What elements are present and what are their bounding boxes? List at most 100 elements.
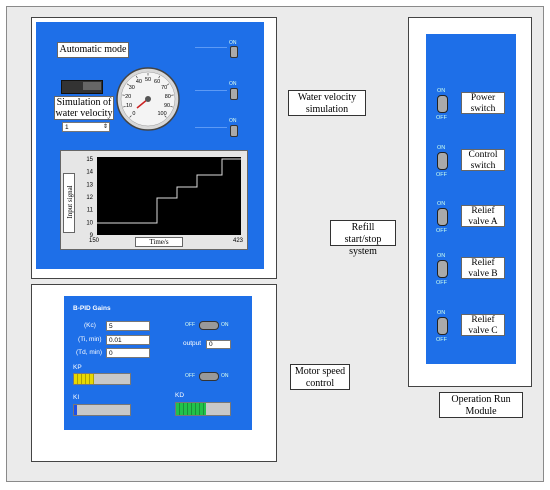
kp-label: KP — [73, 364, 82, 371]
gauge-tick-mark — [126, 83, 130, 86]
ki-label: KI — [73, 394, 80, 401]
gauge-tick-label: 30 — [129, 85, 135, 91]
switch-1-on-label: ON — [229, 40, 237, 46]
gauge-tick-label: 0 — [132, 111, 135, 117]
gauge-tick-label: 100 — [158, 111, 167, 117]
graph-plot: 9 10 11 12 13 14 15 — [86, 157, 241, 239]
gauge-tick-mark — [129, 115, 132, 118]
pid-gains-title: B-PID Gains — [73, 305, 111, 312]
graph-ytick-label: 13 — [86, 182, 93, 188]
gauge-tick-label: 70 — [161, 85, 167, 91]
gauge-tick-label: 40 — [136, 79, 142, 85]
velocity-numeric-input[interactable]: 1 ⇕ — [62, 122, 110, 132]
gauge-tick-mark — [166, 83, 170, 86]
gauge-tick-label: 60 — [154, 79, 160, 85]
sim-switch-3[interactable]: ON — [195, 118, 245, 140]
refill-callout: Refill start/stop system — [330, 220, 396, 257]
ti-label: (Ti, min) — [78, 336, 102, 343]
gauge-tick-label: 10 — [126, 103, 132, 109]
operation-switch-on-label: ON — [437, 88, 446, 94]
operation-run-callout: Operation Run Module — [439, 392, 523, 418]
ki-fill — [74, 405, 77, 415]
operation-switch-off-label: OFF — [436, 280, 447, 286]
kd-bar — [175, 402, 231, 416]
spinner-icon[interactable]: ⇕ — [102, 124, 108, 130]
operation-switch-4[interactable]: ON OFF Relief valve B — [433, 253, 511, 295]
operation-switch-off-label: OFF — [436, 228, 447, 234]
graph-xlabel: Time/s — [135, 237, 183, 247]
motor-speed-callout: Motor speed control — [290, 364, 350, 390]
td-label: (Td, min) — [76, 349, 102, 356]
graph-ytick-label: 9 — [90, 233, 94, 239]
gauge-tick-mark — [164, 115, 167, 118]
operation-switch-off-label: OFF — [436, 337, 447, 343]
operation-switch-on-label: ON — [437, 201, 446, 207]
kp-bar — [73, 373, 131, 385]
operation-switch-5[interactable]: ON OFF Relief valve C — [433, 310, 511, 352]
motor-switch-2-off: OFF — [185, 373, 195, 379]
gauge-tick-label: 90 — [164, 103, 170, 109]
ti-input[interactable]: 0.01 — [106, 335, 150, 345]
motor-switch-1[interactable]: OFF ON — [185, 319, 235, 331]
sim-switch-2[interactable]: ON — [195, 81, 245, 103]
operation-switch-label: Power switch — [461, 92, 505, 114]
operation-switch-off-label: OFF — [436, 115, 447, 121]
gauge-tick-label: 50 — [145, 77, 151, 83]
graph-ylabel-box: Input signal — [63, 173, 75, 233]
gauge-tick-mark — [135, 75, 138, 79]
graph-xmin: 150 — [89, 238, 100, 244]
operation-switch-on-label: ON — [437, 253, 446, 259]
gauge-tick-mark — [170, 105, 173, 108]
velocity-numeric-value: 1 — [65, 124, 69, 131]
kc-input[interactable]: 5 — [106, 321, 150, 331]
simulation-label: Simulation of water velocity — [54, 96, 114, 120]
operation-run-panel — [426, 34, 516, 364]
switch-3-on-label: ON — [229, 118, 237, 124]
operation-switch-on-label: ON — [437, 310, 446, 316]
graph-ylabel: Input signal — [66, 185, 74, 219]
motor-switch-2[interactable]: OFF ON — [185, 370, 235, 382]
motor-switch-1-off: OFF — [185, 322, 195, 328]
motor-switch-1-on: ON — [221, 322, 229, 328]
operation-switch-2[interactable]: ON OFF Control switch — [433, 145, 511, 187]
kd-fill — [176, 403, 206, 415]
operation-switch-label: Relief valve B — [461, 257, 505, 279]
motor-switch-2-on: ON — [221, 373, 229, 379]
toggle-lever-icon[interactable] — [437, 152, 448, 170]
kp-fill — [74, 374, 94, 384]
kc-label: (Kc) — [84, 322, 96, 329]
toggle-lever-icon[interactable] — [437, 95, 448, 113]
toggle-lever-icon[interactable] — [437, 208, 448, 226]
gauge-tick-label: 80 — [165, 94, 171, 100]
input-signal-graph: Input signal 9 10 11 12 13 14 15 150 423 Time/… — [60, 150, 248, 250]
sim-switch-1[interactable]: ON — [195, 40, 245, 60]
toggle-lever-icon[interactable] — [437, 260, 448, 278]
toggle-lever-icon[interactable] — [437, 317, 448, 335]
graph-ytick-label: 10 — [86, 220, 93, 226]
output-indicator: 0 — [206, 340, 231, 349]
operation-switch-label: Relief valve C — [461, 314, 505, 336]
mode-toggle-button[interactable] — [61, 80, 103, 94]
operation-switch-1[interactable]: ON OFF Power switch — [433, 88, 511, 130]
operation-switch-3[interactable]: ON OFF Relief valve A — [433, 201, 511, 243]
output-label: output — [183, 340, 202, 347]
operation-switch-label: Control switch — [461, 149, 505, 171]
operation-switch-off-label: OFF — [436, 172, 447, 178]
graph-ytick-label: 14 — [86, 170, 93, 176]
ki-bar — [73, 404, 131, 416]
td-input[interactable]: 0 — [106, 348, 150, 358]
gauge-tick-label: 20 — [125, 94, 131, 100]
graph-ytick-label: 15 — [86, 157, 93, 163]
graph-ytick-label: 12 — [86, 195, 93, 201]
kd-label: KD — [175, 392, 185, 399]
gauge-tick-mark — [123, 105, 126, 108]
automatic-mode-label: Automatic mode — [57, 42, 129, 58]
operation-switch-on-label: ON — [437, 145, 446, 151]
gauge-tick-mark — [158, 75, 161, 79]
water-velocity-callout: Water velocity simulation — [288, 90, 366, 116]
graph-xmax: 423 — [233, 238, 244, 244]
operation-switch-label: Relief valve A — [461, 205, 505, 227]
switch-2-on-label: ON — [229, 81, 237, 87]
graph-ytick-label: 11 — [87, 208, 94, 214]
